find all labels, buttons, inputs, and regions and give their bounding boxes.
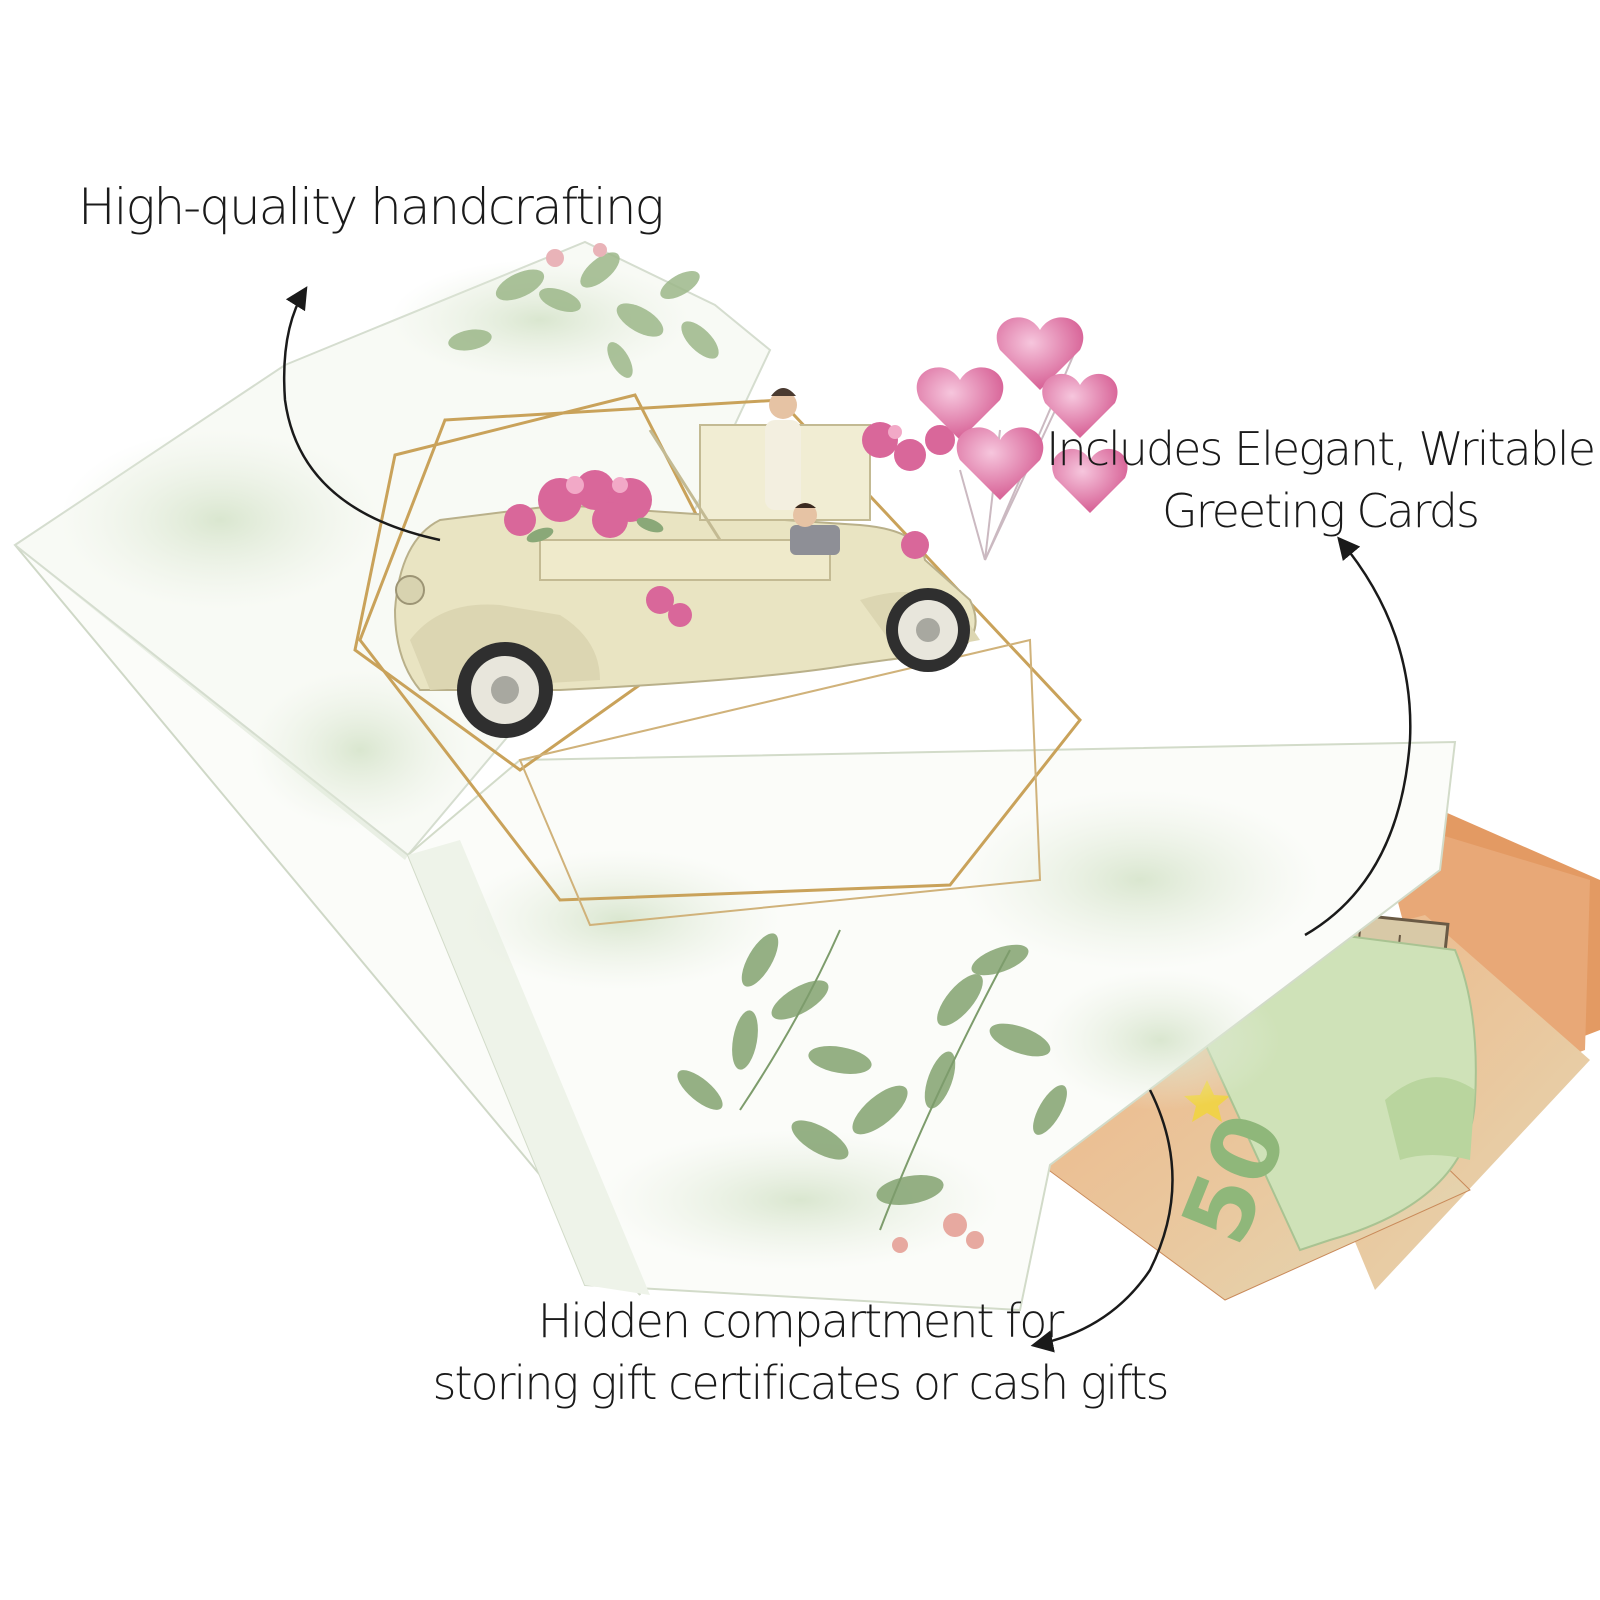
callout-handcrafting: High-quality handcrafting xyxy=(78,178,665,236)
callout-greeting-cards-line-1: Includes Elegant, Writable xyxy=(1045,422,1596,476)
callout-hidden-compartment-line-2: storing gift certificates or cash gifts xyxy=(432,1356,1169,1410)
heart-balloons xyxy=(916,317,1128,561)
callout-arrows xyxy=(282,286,1412,1353)
arrow-compartment xyxy=(1030,1089,1174,1353)
callout-greeting-cards-line-2: Greeting Cards xyxy=(1162,484,1480,538)
vintage-wedding-car xyxy=(393,388,980,738)
callout-hidden-compartment: Hidden compartment for storing gift cert… xyxy=(430,1290,1170,1414)
arrow-greeting-cards xyxy=(1304,536,1412,937)
pop-up-card xyxy=(13,240,1457,1312)
arrow-handcrafting xyxy=(282,286,441,542)
callout-hidden-compartment-line-1: Hidden compartment for xyxy=(537,1294,1065,1348)
callout-greeting-cards: Includes Elegant, Writable Greeting Card… xyxy=(1040,418,1600,542)
